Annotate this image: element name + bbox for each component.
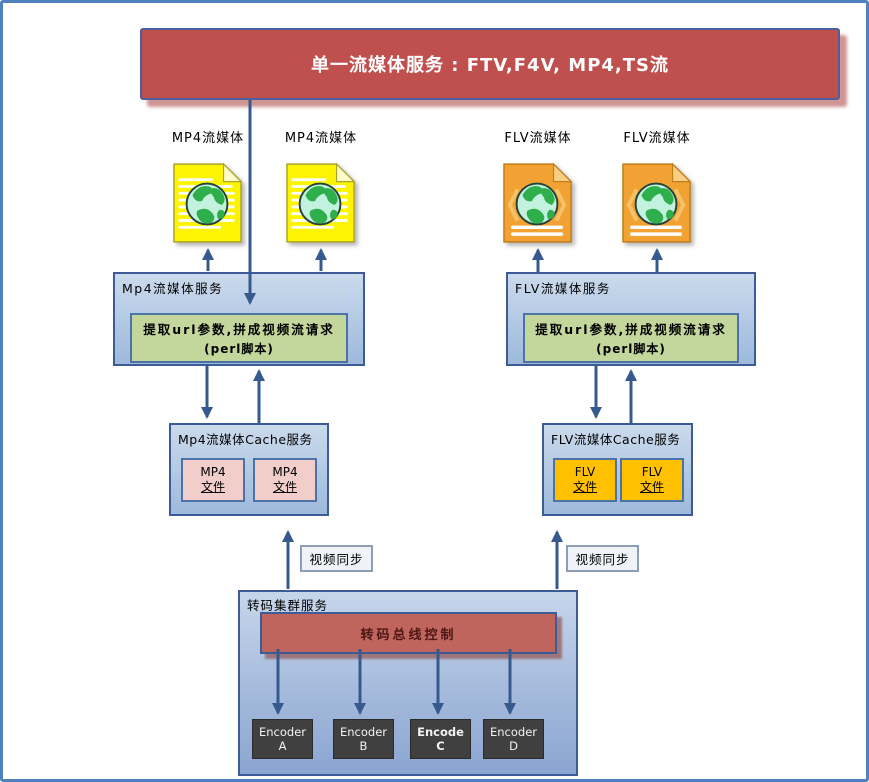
- mp4-cache-box: Mp4流媒体Cache服务 MP4 文件 MP4 文件: [169, 423, 329, 516]
- flv-stream-document-icon: [622, 163, 692, 243]
- file-line1: MP4: [200, 465, 226, 479]
- file-line2: 文件: [200, 480, 225, 494]
- file-line2: 文件: [572, 480, 597, 494]
- flv-cache-box: FLV流媒体Cache服务 FLV 文件 FLV 文件: [542, 423, 693, 516]
- encoder-line2: B: [359, 739, 368, 753]
- encoder-d-box: Encoder D: [483, 719, 544, 759]
- mp4-file-box: MP4 文件: [253, 458, 317, 502]
- banner-single-stream-service: 单一流媒体服务 : FTV,F4V, MP4,TS流: [140, 28, 840, 100]
- mp4-service-label: Mp4流媒体服务: [122, 281, 224, 296]
- encoder-line2: C: [436, 739, 445, 753]
- script-text-line2: (perl脚本): [204, 342, 274, 356]
- encoder-line1: Encoder: [339, 725, 388, 739]
- mp4-service-box: Mp4流媒体服务 提取url参数,拼成视频流请求 (perl脚本): [113, 272, 365, 366]
- file-line2: 文件: [272, 480, 297, 494]
- script-text-line1: 提取url参数,拼成视频流请求: [143, 322, 335, 337]
- file-line1: FLV: [574, 465, 596, 479]
- banner-title: 单一流媒体服务 : FTV,F4V, MP4,TS流: [311, 55, 669, 76]
- file-line1: FLV: [641, 465, 663, 479]
- mp4-url-script-box: 提取url参数,拼成视频流请求 (perl脚本): [130, 313, 348, 363]
- encoder-line2: D: [509, 739, 518, 753]
- encoder-b-box: Encoder B: [333, 719, 394, 759]
- encoder-line2: A: [278, 739, 287, 753]
- flv-stream-document-icon: [503, 163, 573, 243]
- file-line2: 文件: [639, 480, 664, 494]
- encoder-line1: Encoder: [489, 725, 538, 739]
- flv-doc-label-1: FLV流媒体: [504, 131, 572, 146]
- encoder-a-box: Encoder A: [252, 719, 313, 759]
- mp4-stream-document-icon: [173, 163, 243, 243]
- encoder-line1: Encode: [417, 725, 464, 739]
- flv-service-box: FLV流媒体服务 提取url参数,拼成视频流请求 (perl脚本): [506, 272, 756, 366]
- encoder-line1: Encoder: [258, 725, 307, 739]
- mp4-doc-label-1: MP4流媒体: [171, 131, 245, 146]
- transcode-cluster-label: 转码集群服务: [247, 598, 329, 613]
- video-sync-label-left: 视频同步: [300, 545, 373, 572]
- flv-cache-label: FLV流媒体Cache服务: [551, 432, 681, 447]
- file-line1: MP4: [272, 465, 298, 479]
- script-text-line1: 提取url参数,拼成视频流请求: [535, 322, 727, 337]
- video-sync-label-right: 视频同步: [566, 545, 639, 572]
- encoder-c-box: Encode C: [410, 719, 471, 759]
- flv-file-box: FLV 文件: [553, 458, 617, 502]
- mp4-doc-label-2: MP4流媒体: [284, 131, 358, 146]
- script-text-line2: (perl脚本): [596, 342, 666, 356]
- mp4-cache-label: Mp4流媒体Cache服务: [178, 432, 313, 447]
- mp4-stream-document-icon: [286, 163, 356, 243]
- flv-url-script-box: 提取url参数,拼成视频流请求 (perl脚本): [523, 313, 739, 363]
- transcode-bus-control-bar: 转码总线控制: [260, 612, 557, 654]
- transcode-cluster-box: 转码集群服务 转码总线控制 Encoder A Encoder B Encode…: [238, 590, 578, 776]
- bus-control-label: 转码总线控制: [360, 627, 457, 643]
- flv-service-label: FLV流媒体服务: [515, 281, 611, 296]
- mp4-file-box: MP4 文件: [181, 458, 245, 502]
- flv-doc-label-2: FLV流媒体: [623, 131, 691, 146]
- flv-file-box: FLV 文件: [620, 458, 684, 502]
